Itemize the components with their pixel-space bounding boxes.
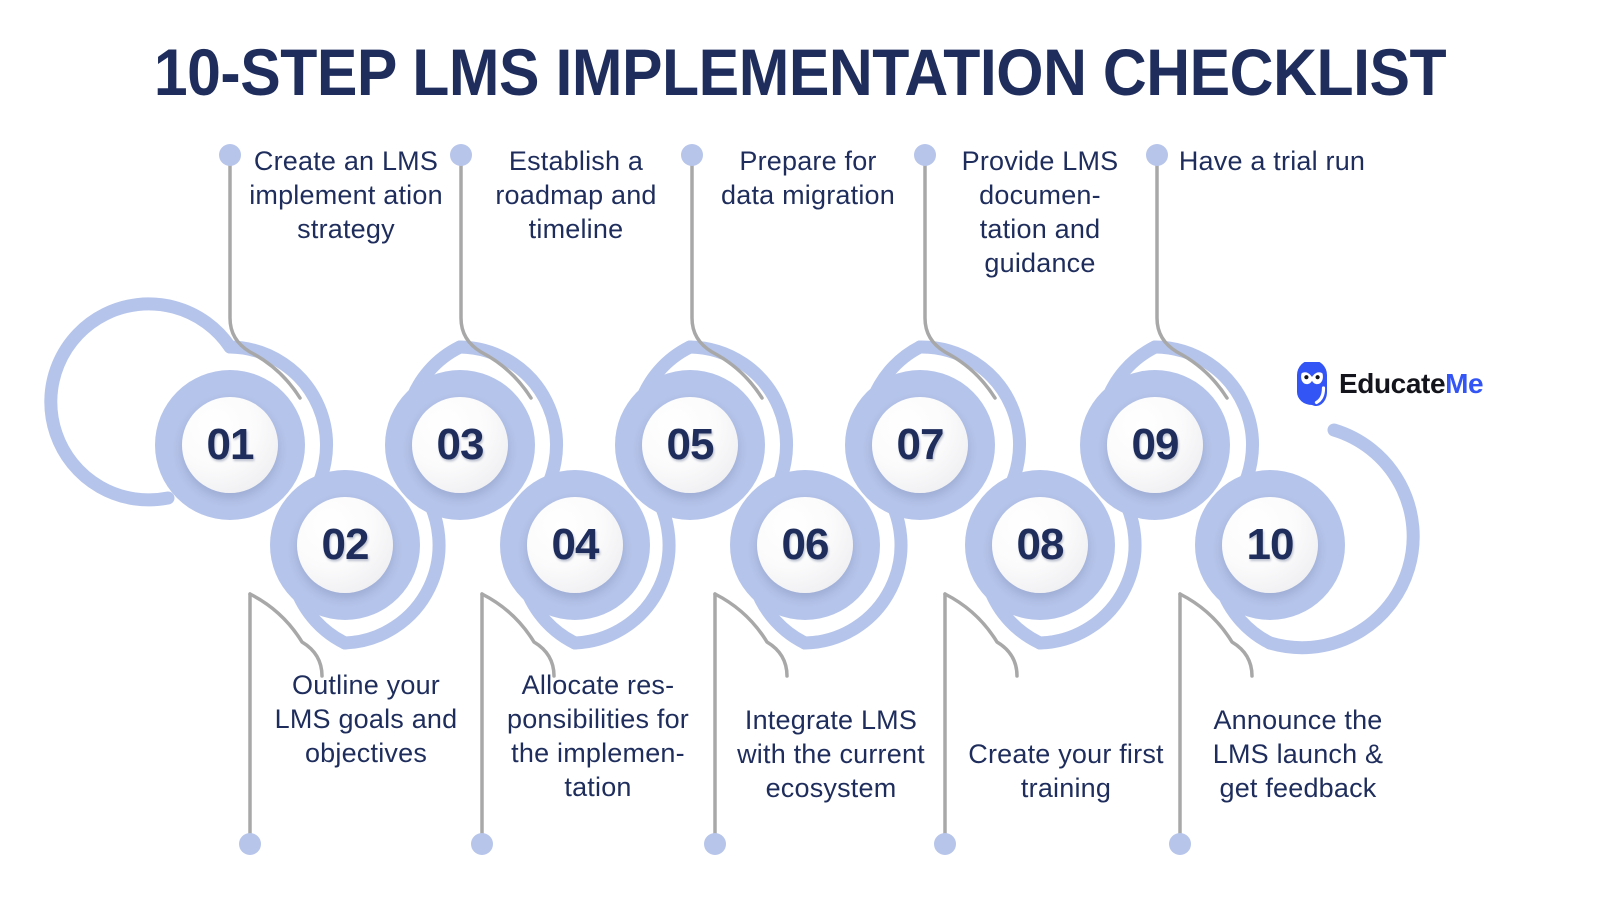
step-bubble-inner: 03 xyxy=(412,397,508,493)
step-bubble-07[interactable]: 07 xyxy=(845,370,995,520)
step-bubble-01[interactable]: 01 xyxy=(155,370,305,520)
step-bubble-05[interactable]: 05 xyxy=(615,370,765,520)
step-bubble-09[interactable]: 09 xyxy=(1080,370,1230,520)
step-bubble-inner: 10 xyxy=(1222,497,1318,593)
step-bubble-02[interactable]: 02 xyxy=(270,470,420,620)
step-number: 10 xyxy=(1246,520,1295,569)
step-bubble-03[interactable]: 03 xyxy=(385,370,535,520)
step-number: 07 xyxy=(896,420,945,469)
step-label-01: Create an LMS implement ation strategy xyxy=(249,146,443,245)
step-bubble-inner: 09 xyxy=(1107,397,1203,493)
step-bubble-inner: 05 xyxy=(642,397,738,493)
owl-icon xyxy=(1297,362,1327,406)
step-bubble-04[interactable]: 04 xyxy=(500,470,650,620)
step-number: 08 xyxy=(1016,520,1065,569)
step-label-10: Announce the LMS launch & get feedback xyxy=(1212,705,1384,804)
step-label-06: Integrate LMS with the current ecosystem xyxy=(737,705,925,804)
brand-wordmark: EducateMe xyxy=(1339,368,1484,399)
step-bubble-inner: 04 xyxy=(527,497,623,593)
step-bubble-06[interactable]: 06 xyxy=(730,470,880,620)
step-bubble-inner: 08 xyxy=(992,497,1088,593)
brand-name-part-2: Me xyxy=(1445,368,1484,399)
step-bubble-inner: 02 xyxy=(297,497,393,593)
step-label-09: Have a trial run xyxy=(1178,146,1366,176)
step-bubble-inner: 06 xyxy=(757,497,853,593)
step-number: 04 xyxy=(551,520,600,569)
brand-name-part-1: Educate xyxy=(1339,368,1446,399)
page-title: 10-STEP LMS IMPLEMENTATION CHECKLIST xyxy=(153,35,1447,109)
step-label-07: Provide LMS documen- tation and guidance xyxy=(961,146,1119,279)
step-number: 01 xyxy=(206,420,255,469)
step-bubble-inner: 07 xyxy=(872,397,968,493)
step-label-02: Outline your LMS goals and objectives xyxy=(274,670,458,769)
step-label-08: Create your first training xyxy=(968,739,1164,804)
step-bubble-08[interactable]: 08 xyxy=(965,470,1115,620)
step-number: 05 xyxy=(666,420,715,469)
brand-logo[interactable]: EducateMe xyxy=(1294,362,1484,406)
step-number: 02 xyxy=(321,520,370,569)
step-number: 06 xyxy=(781,520,830,569)
step-label-03: Establish a roadmap and timeline xyxy=(495,146,657,245)
connector-dots xyxy=(219,144,1191,855)
step-bubble-10[interactable]: 10 xyxy=(1195,470,1345,620)
connector-lines-top xyxy=(228,156,1229,400)
connector-lines-bottom xyxy=(248,592,1254,840)
step-label-05: Prepare for data migration xyxy=(721,146,895,211)
step-bubble-inner: 01 xyxy=(182,397,278,493)
step-number: 09 xyxy=(1131,420,1180,469)
step-number: 03 xyxy=(436,420,485,469)
step-label-04: Allocate res- ponsibilities for the impl… xyxy=(507,670,689,803)
